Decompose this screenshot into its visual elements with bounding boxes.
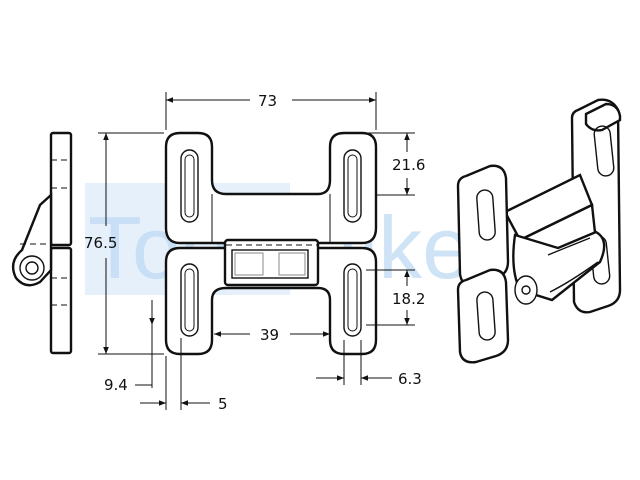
dim-slot-height-top: 21.6 [392, 156, 425, 174]
dim-slot-spacing-right: 18.2 [392, 290, 425, 308]
front-view [164, 131, 378, 356]
dim-left-offset: 9.4 [104, 376, 128, 394]
isometric-view [456, 98, 622, 364]
dimension-lines [98, 92, 415, 410]
dim-overall-width: 73 [258, 92, 277, 110]
side-view [11, 131, 73, 355]
dim-overall-height: 76.5 [84, 234, 117, 252]
dim-slot-width-right: 6.3 [398, 370, 422, 388]
dim-slot-width-left: 5 [218, 395, 228, 413]
dim-center-span: 39 [260, 326, 279, 344]
